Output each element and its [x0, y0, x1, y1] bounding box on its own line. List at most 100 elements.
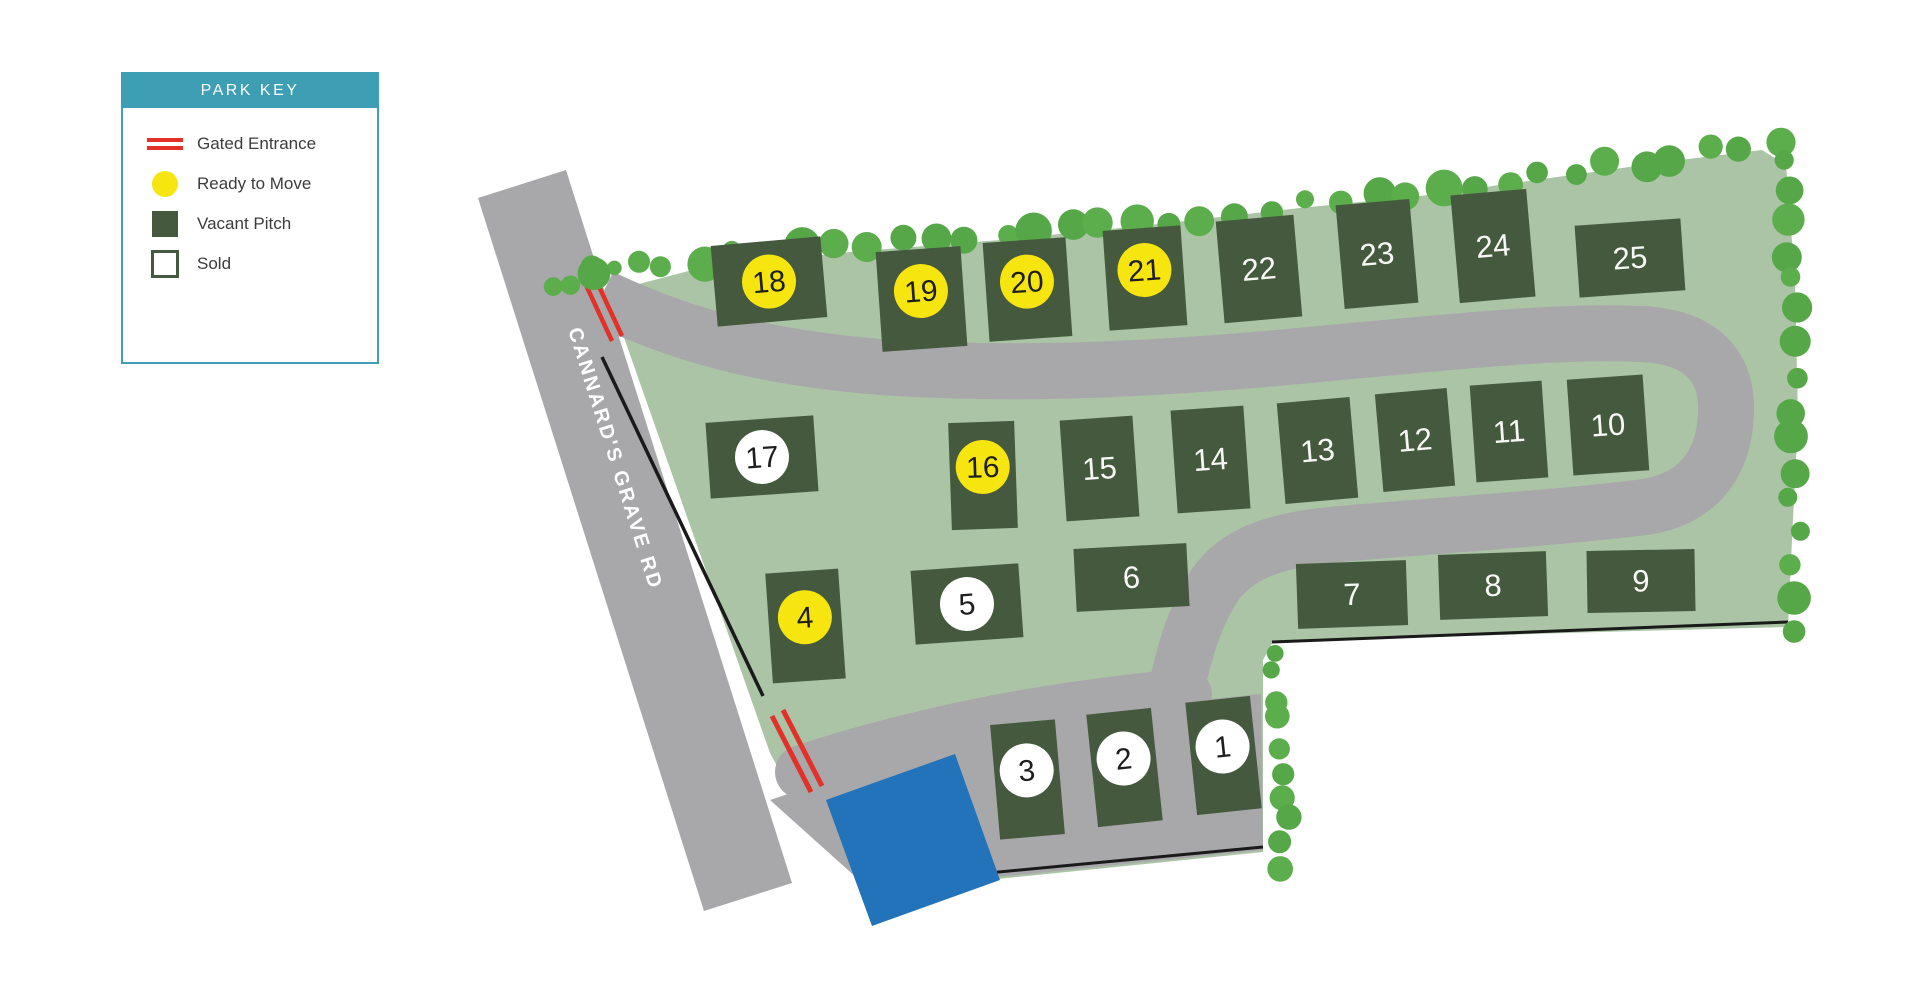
tree-icon — [543, 277, 563, 296]
tree-icon — [851, 232, 882, 262]
pitch-area — [1469, 380, 1549, 483]
pitch-21: 21 — [1102, 225, 1188, 331]
pitch-9: 9 — [1586, 549, 1696, 613]
tree-icon — [628, 250, 650, 273]
pitch-number: 18 — [751, 265, 787, 301]
tree-icon — [1782, 292, 1813, 323]
legend-item-ready-to-move: Ready to Move — [145, 164, 377, 204]
roadside-fence-line — [600, 356, 765, 697]
ready-to-move-icon — [145, 171, 185, 197]
sold-icon — [145, 250, 185, 278]
pitch-20: 20 — [982, 237, 1073, 342]
pitch-area — [1215, 214, 1303, 324]
legend-title: PARK KEY — [123, 74, 377, 108]
tree-icon — [1780, 267, 1801, 287]
pitch-area — [1059, 415, 1140, 522]
pitch-number: 15 — [1081, 450, 1118, 487]
pitch-area — [1574, 218, 1686, 298]
tree-icon — [1266, 645, 1284, 662]
tree-icon — [1779, 325, 1811, 357]
tree-icon — [1779, 554, 1801, 576]
legend-item-vacant-pitch: Vacant Pitch — [145, 204, 377, 244]
tree-icon — [649, 256, 671, 278]
pitch-10: 10 — [1566, 374, 1650, 476]
pitch-14: 14 — [1170, 405, 1251, 514]
pitch-number: 11 — [1492, 413, 1527, 450]
legend-item-label: Gated Entrance — [197, 134, 317, 153]
east-boundary-line — [1271, 620, 1789, 644]
pitch-number: 14 — [1192, 441, 1229, 478]
tree-icon — [1698, 134, 1723, 159]
tree-icon — [1268, 738, 1290, 760]
gated-entrance-icon — [145, 138, 185, 150]
pitch-number: 7 — [1343, 577, 1361, 613]
tree-icon — [1775, 176, 1804, 205]
pitch-number: 10 — [1590, 406, 1627, 443]
pitch-number: 5 — [958, 588, 977, 622]
sold-marker — [735, 430, 789, 484]
tree-icon — [1725, 136, 1751, 162]
sold-marker — [999, 743, 1054, 798]
tree-icon — [1566, 164, 1587, 185]
tree-icon — [1276, 804, 1302, 830]
tree-icon — [1653, 145, 1685, 177]
pitch-area — [1437, 551, 1549, 620]
pitch-8: 8 — [1437, 551, 1549, 620]
pitch-number: 20 — [1009, 265, 1045, 300]
tree-icon — [1268, 830, 1292, 854]
tree-icon — [1782, 620, 1806, 643]
tree-icon — [998, 225, 1019, 246]
tree-icon — [1267, 856, 1293, 882]
pitch-number: 9 — [1632, 563, 1650, 598]
tree-icon — [1184, 206, 1215, 237]
tree-icon — [1272, 763, 1295, 786]
gated-entrance-markers — [583, 279, 825, 794]
pitch-6: 6 — [1073, 543, 1190, 612]
pitch-number: 13 — [1299, 432, 1336, 470]
pitch-area — [1566, 374, 1650, 476]
legend-item-label: Vacant Pitch — [197, 214, 292, 233]
pitch-area — [1450, 188, 1536, 304]
pitch-number: 16 — [965, 451, 1000, 485]
tree-icon — [819, 228, 849, 259]
lower-entrance-road — [775, 668, 1212, 799]
pitch-number: 23 — [1358, 235, 1395, 273]
pitch-number: 25 — [1612, 239, 1649, 276]
pitch-area — [1586, 549, 1696, 613]
site-office-building — [826, 754, 1000, 926]
tree-icon — [1790, 521, 1810, 541]
legend-item-gated-entrance: Gated Entrance — [145, 124, 377, 164]
pitch-number: 21 — [1127, 253, 1163, 288]
pitch-area — [1073, 543, 1190, 612]
pitch-23: 23 — [1335, 198, 1419, 310]
pitch-13: 13 — [1276, 397, 1359, 504]
tree-icon — [890, 224, 917, 251]
pitch-number: 6 — [1122, 560, 1141, 596]
pitch-5: 5 — [910, 563, 1024, 645]
pitch-area — [1295, 560, 1409, 629]
pitch-number: 22 — [1240, 250, 1277, 288]
pitch-area — [1170, 405, 1251, 514]
tree-icon — [1766, 127, 1796, 157]
pitch-number: 12 — [1396, 421, 1433, 459]
sold-marker — [1195, 719, 1250, 774]
pitch-number: 8 — [1484, 568, 1502, 604]
pitch-area — [1374, 388, 1456, 492]
legend-item-sold: Sold — [145, 244, 377, 284]
pitch-15: 15 — [1059, 415, 1140, 522]
tree-icon — [1772, 203, 1805, 236]
pitch-number: 3 — [1017, 754, 1037, 788]
tree-line — [543, 127, 1813, 882]
tree-icon — [560, 275, 581, 295]
pitch-16: 16 — [948, 420, 1018, 531]
tree-icon — [1787, 367, 1808, 389]
pitch-area — [1276, 397, 1359, 504]
legend-item-label: Ready to Move — [197, 174, 312, 193]
pitch-number: 4 — [795, 601, 814, 635]
tree-icon — [577, 257, 611, 291]
ready-to-move-marker — [777, 590, 832, 645]
